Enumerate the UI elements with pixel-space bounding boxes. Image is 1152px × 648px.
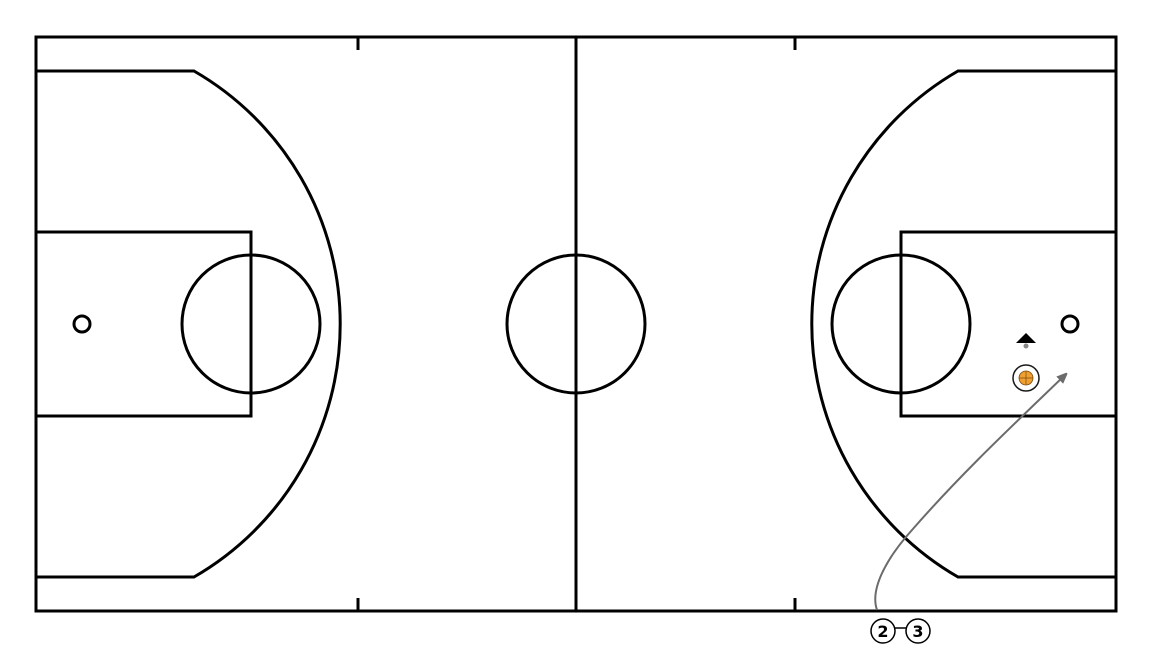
hoop-left — [72, 314, 92, 334]
player-2-marker: 2 — [870, 618, 896, 644]
three-point-line-left — [36, 69, 342, 579]
movement-arrow — [874, 376, 1064, 611]
basketball-icon — [1012, 364, 1040, 392]
left-half-court — [34, 69, 342, 579]
paint-left — [34, 230, 253, 418]
three-point-line-right — [810, 69, 1116, 579]
hoop-right — [1060, 314, 1080, 334]
player-3-marker: 3 — [905, 618, 931, 644]
paint-right — [899, 230, 1118, 418]
free-throw-circle-left — [180, 253, 322, 395]
right-half-court — [810, 69, 1118, 579]
player-3-label: 3 — [912, 622, 923, 641]
player-2-label: 2 — [877, 622, 888, 641]
cone-icon — [1016, 333, 1036, 349]
center-circle — [505, 253, 647, 395]
free-throw-circle-right — [830, 253, 972, 395]
